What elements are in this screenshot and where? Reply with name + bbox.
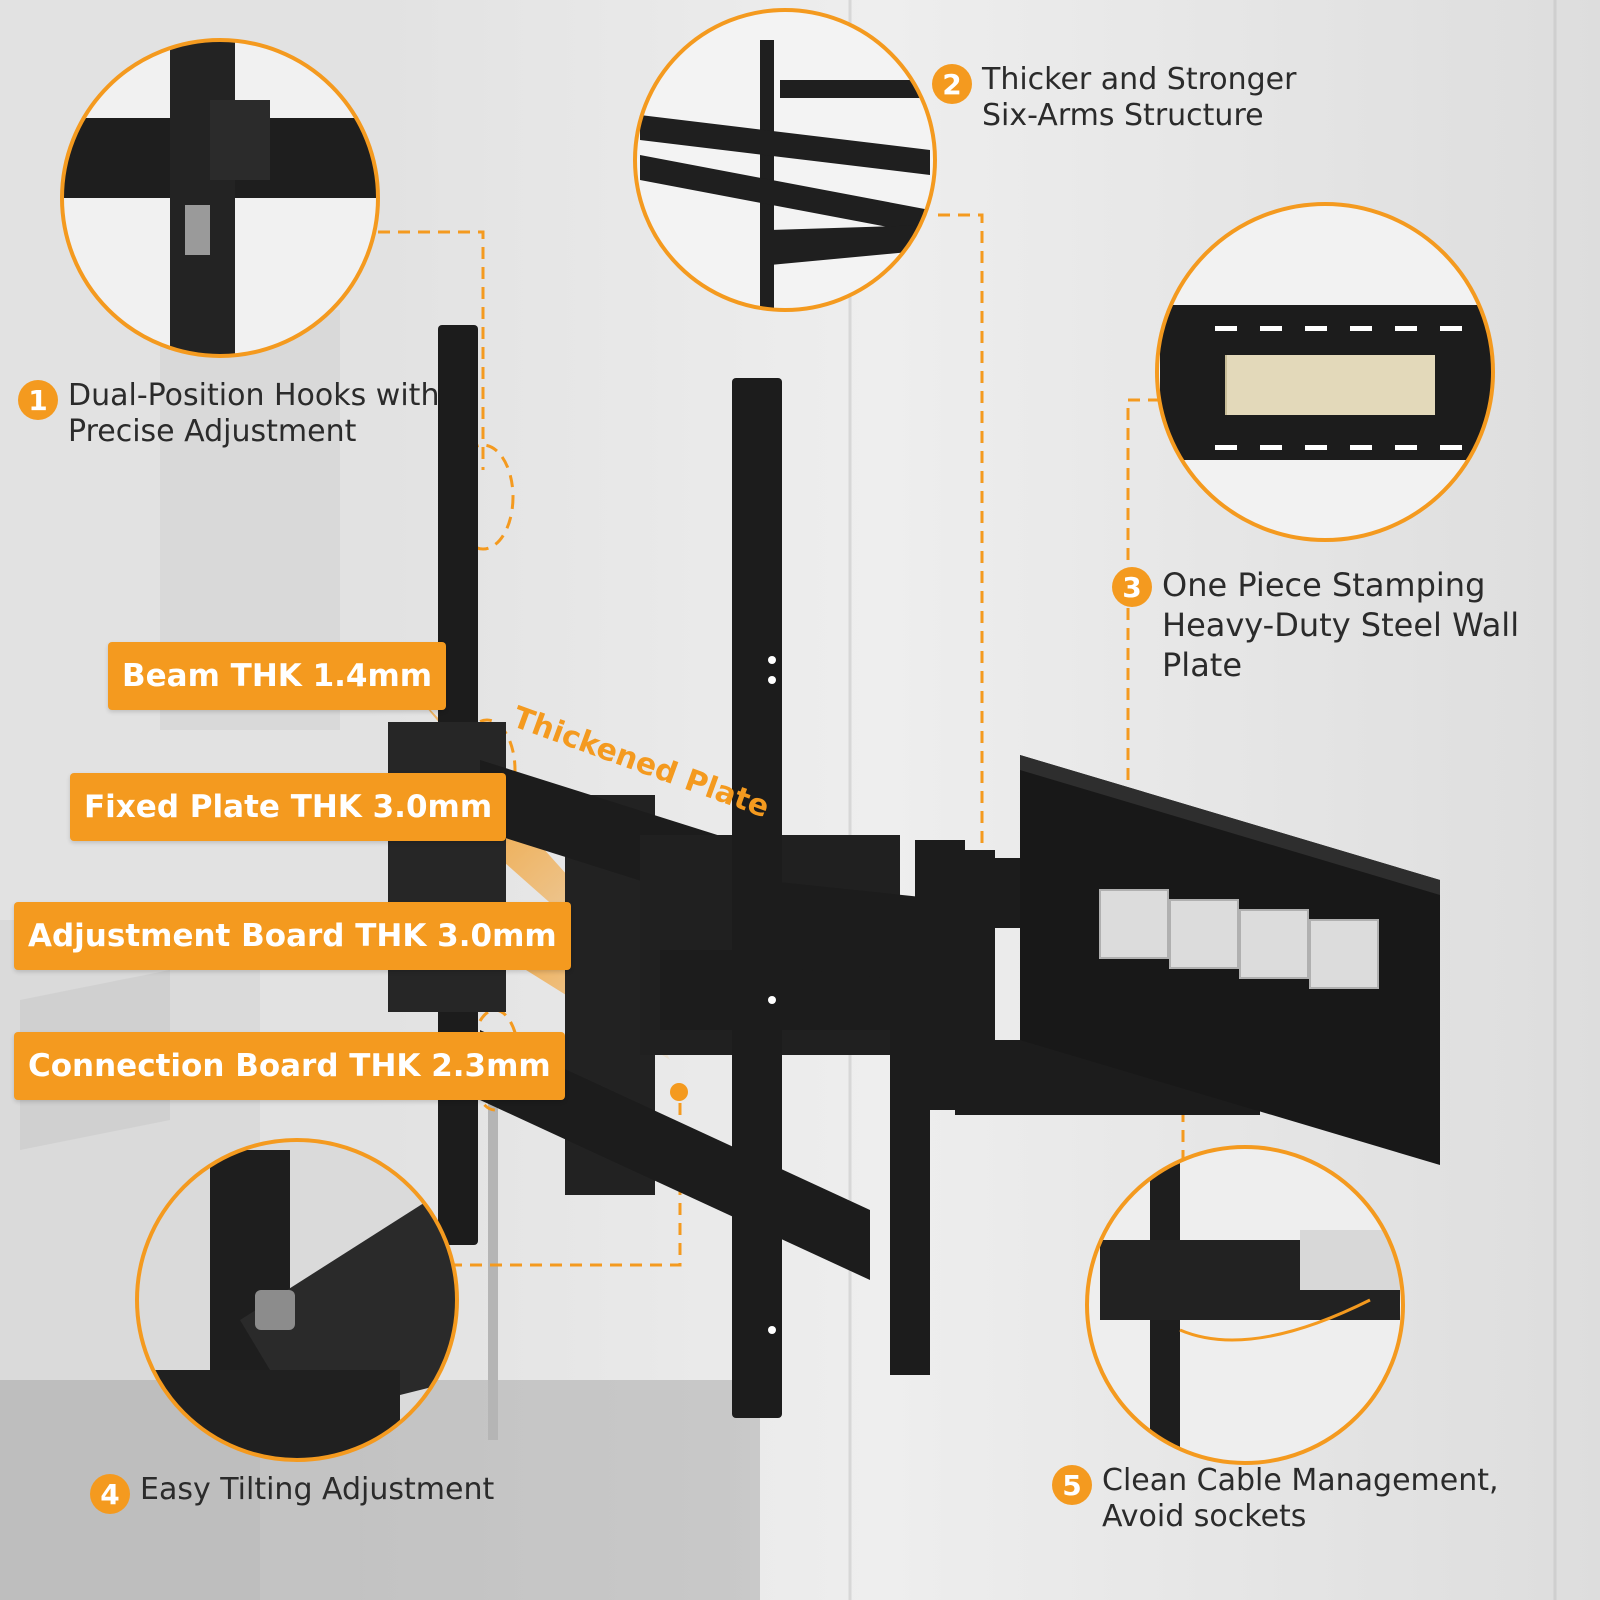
feature-text: Clean Cable Management, Avoid sockets <box>1102 1463 1499 1534</box>
feature-4: 4 Easy Tilting Adjustment <box>90 1472 494 1514</box>
feature-text: Dual-Position Hooks with Precise Adjustm… <box>68 378 440 449</box>
feature-text: One Piece Stamping Heavy-Duty Steel Wall… <box>1162 566 1520 684</box>
feature-3: 3 One Piece Stamping Heavy-Duty Steel Wa… <box>1112 565 1519 685</box>
feature-2: 2 Thicker and Stronger Six-Arms Structur… <box>932 62 1296 134</box>
feature-text: Easy Tilting Adjustment <box>140 1472 495 1507</box>
feature-1: 1 Dual-Position Hooks with Precise Adjus… <box>18 378 439 450</box>
feature-5: 5 Clean Cable Management, Avoid sockets <box>1052 1463 1499 1535</box>
fixed-plate-thickness-badge: Fixed Plate THK 3.0mm <box>70 773 507 841</box>
feature-number: 2 <box>932 64 972 104</box>
feature-number: 3 <box>1112 567 1152 607</box>
adjustment-board-thickness-badge: Adjustment Board THK 3.0mm <box>14 902 571 970</box>
feature-number: 4 <box>90 1474 130 1514</box>
beam-thickness-badge: Beam THK 1.4mm <box>108 642 447 710</box>
feature-text: Thicker and Stronger Six-Arms Structure <box>982 62 1297 133</box>
feature-number: 1 <box>18 380 58 420</box>
connection-board-thickness-badge: Connection Board THK 2.3mm <box>14 1032 565 1100</box>
feature-number: 5 <box>1052 1465 1092 1505</box>
